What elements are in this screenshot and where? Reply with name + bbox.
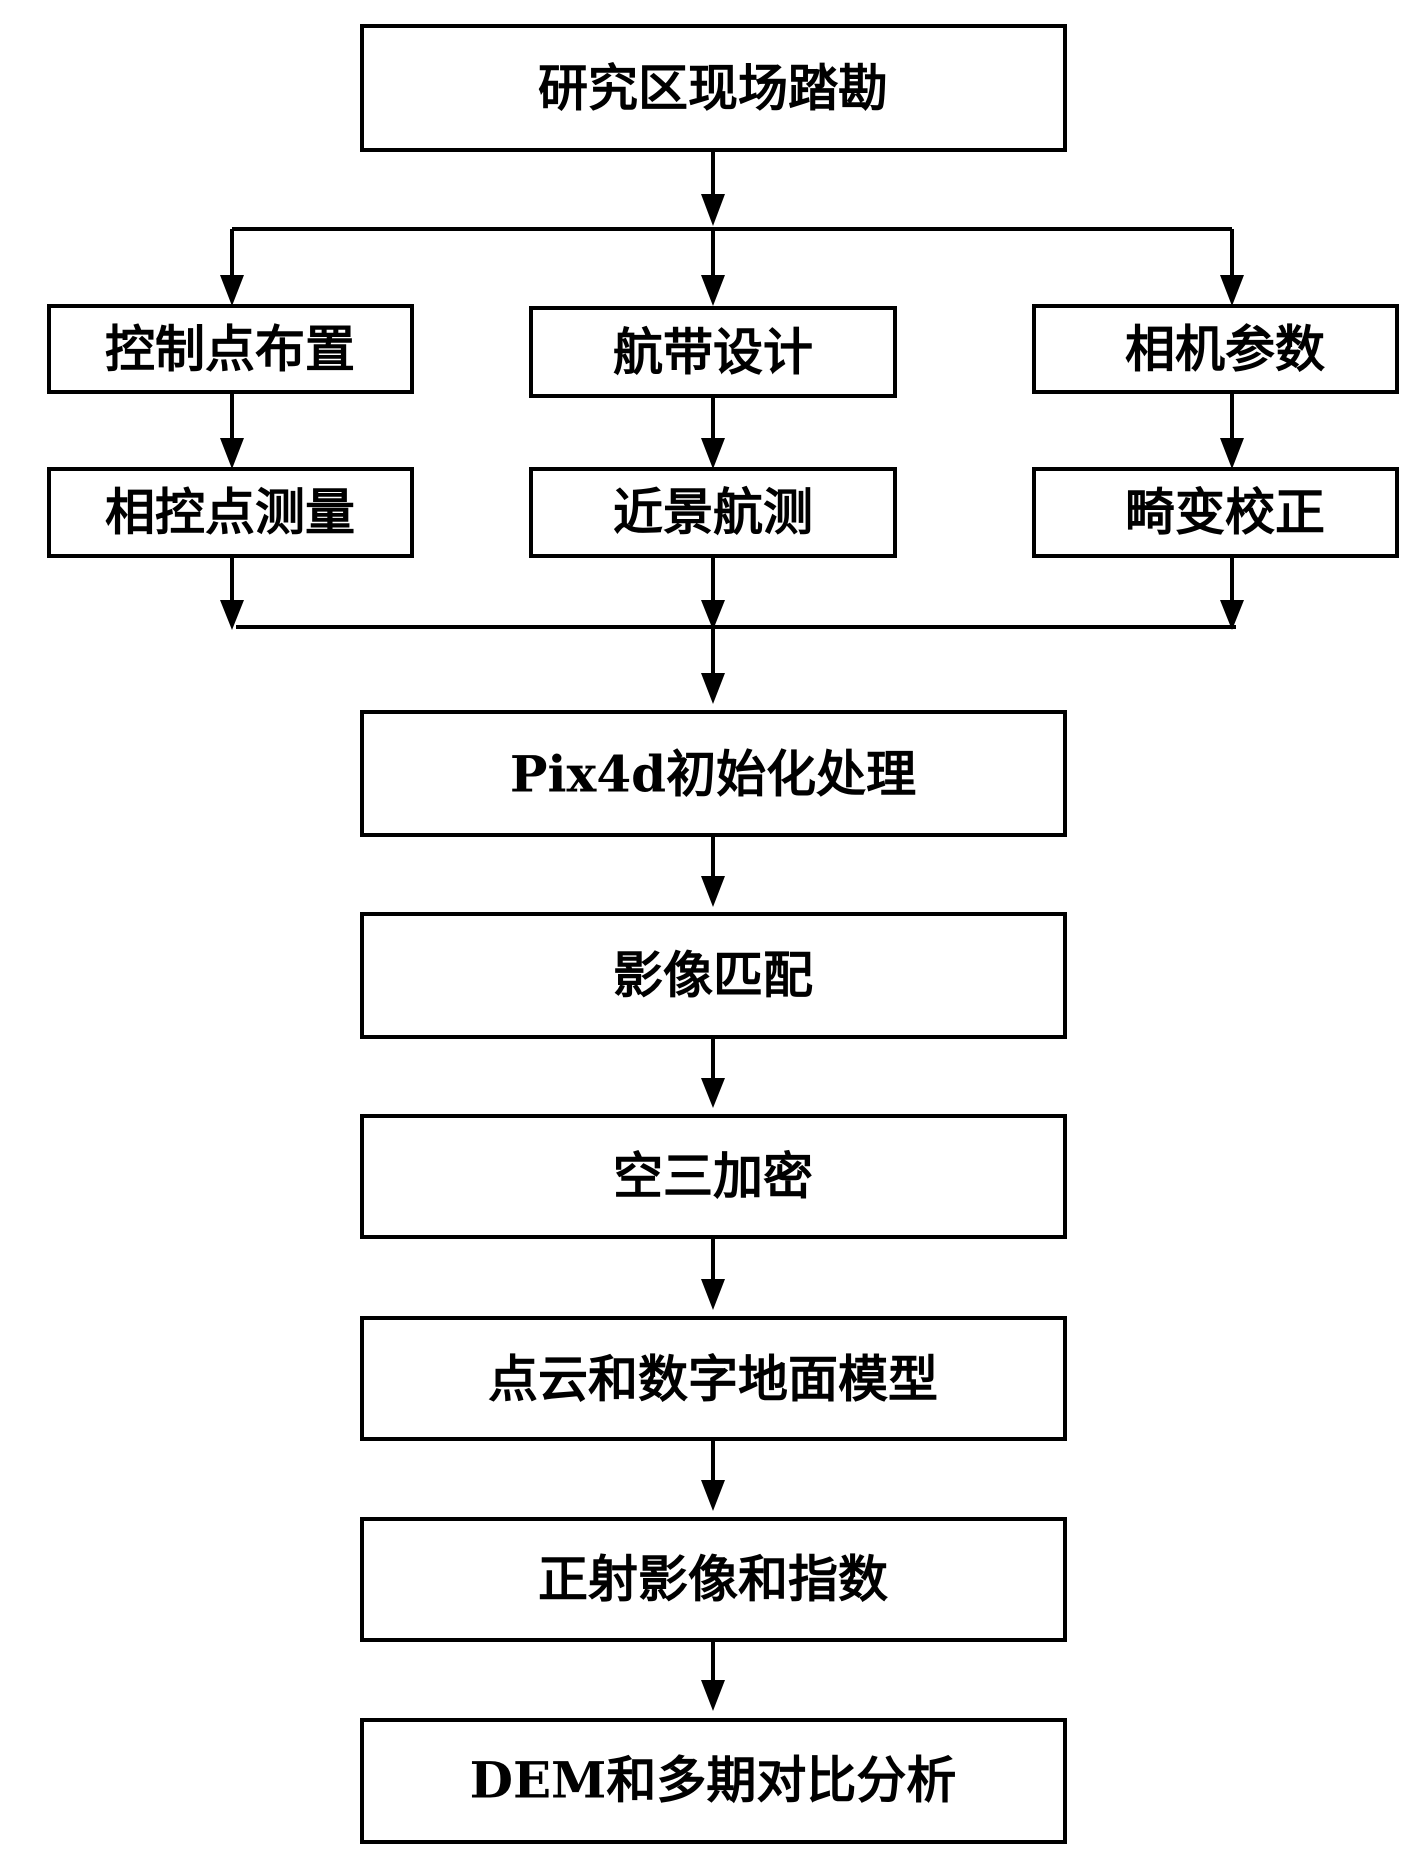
arrowhead-distortion-down: [1220, 600, 1244, 630]
arrowhead-to-strip-design: [701, 275, 725, 306]
node-close-range-flight-label: 近景航测: [613, 483, 813, 542]
arrowhead-to-ortho: [701, 1480, 725, 1511]
node-close-range-flight: 近景航测: [529, 467, 897, 558]
node-control-layout: 控制点布置: [47, 304, 414, 394]
node-aerial-triangulation-label: 空三加密: [613, 1147, 813, 1206]
node-strip-design-label: 航带设计: [613, 323, 813, 382]
node-strip-design: 航带设计: [529, 306, 897, 398]
node-distortion-correction-label: 畸变校正: [1125, 483, 1325, 542]
node-camera-params-label: 相机参数: [1125, 320, 1325, 379]
node-gcp-measure: 相控点测量: [47, 467, 414, 558]
node-pix4d-init-label: Pix4d初始化处理: [510, 745, 916, 804]
arrowhead-to-close-range-flight: [701, 438, 725, 469]
node-survey-label: 研究区现场踏勘: [538, 59, 888, 118]
node-image-matching: 影像匹配: [360, 912, 1067, 1039]
arrowhead-to-image-matching: [701, 876, 725, 907]
arrowhead-flight-down: [701, 600, 725, 630]
connector-lines: [230, 150, 1236, 1686]
node-control-layout-label: 控制点布置: [105, 320, 355, 379]
arrowhead-to-aerial-triangulation: [701, 1078, 725, 1108]
node-survey: 研究区现场踏勘: [360, 24, 1067, 152]
node-ortho-index-label: 正射影像和指数: [538, 1550, 888, 1609]
arrowhead-gcp-down: [220, 600, 244, 630]
arrowheads: [220, 194, 1244, 1711]
node-pix4d-init: Pix4d初始化处理: [360, 710, 1067, 837]
node-ortho-index: 正射影像和指数: [360, 1517, 1067, 1642]
arrowhead-to-pix4d: [701, 673, 725, 704]
arrowhead-to-pointcloud: [701, 1279, 725, 1310]
node-dem-analysis-label: DEM和多期对比分析: [470, 1751, 957, 1810]
arrowhead-to-distortion-correction: [1220, 438, 1244, 469]
arrowhead-to-control-layout: [220, 275, 244, 306]
arrowhead-survey-trunk: [701, 194, 725, 226]
node-distortion-correction: 畸变校正: [1032, 467, 1399, 558]
node-gcp-measure-label: 相控点测量: [105, 483, 355, 542]
node-aerial-triangulation: 空三加密: [360, 1114, 1067, 1239]
node-pointcloud-dtm: 点云和数字地面模型: [360, 1316, 1067, 1441]
node-image-matching-label: 影像匹配: [613, 946, 813, 1005]
node-pointcloud-dtm-label: 点云和数字地面模型: [488, 1350, 938, 1409]
arrowhead-to-camera-params: [1220, 275, 1244, 306]
arrowhead-to-dem: [701, 1680, 725, 1711]
node-camera-params: 相机参数: [1032, 304, 1399, 394]
arrowhead-to-gcp-measure: [220, 438, 244, 469]
node-dem-analysis: DEM和多期对比分析: [360, 1718, 1067, 1844]
